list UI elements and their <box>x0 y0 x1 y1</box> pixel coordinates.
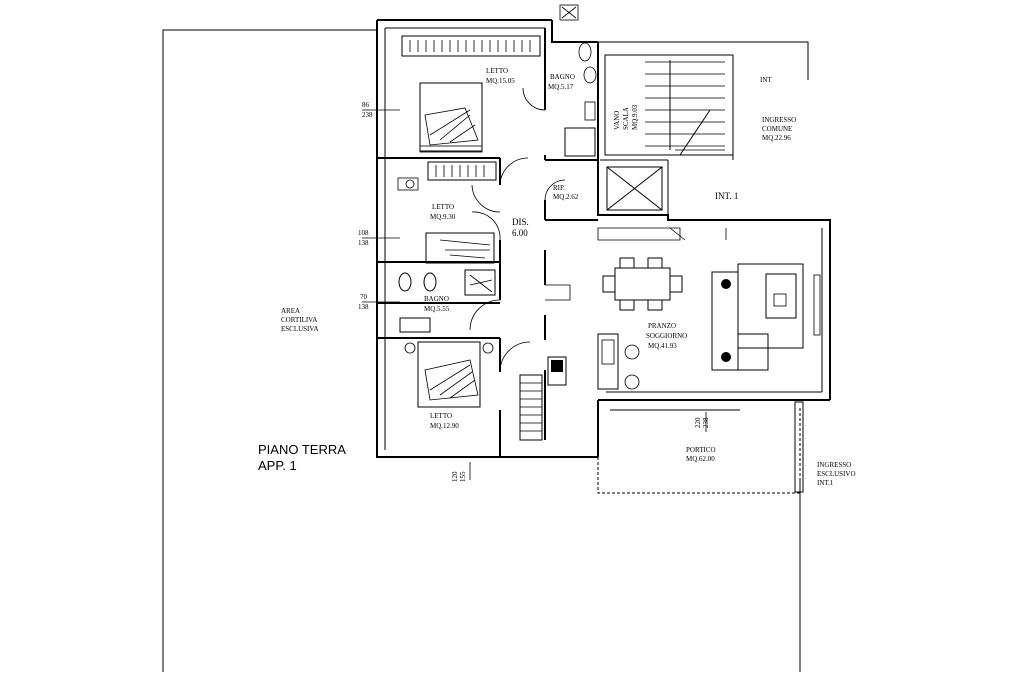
dim-138-b: 138 <box>358 303 369 311</box>
bagno1-name: BAGNO <box>550 73 575 81</box>
bed-bottom <box>404 341 494 408</box>
ingresso-comune-name2: COMUNE <box>762 125 792 133</box>
dim-108: 108 <box>358 229 369 237</box>
bed-top <box>419 82 483 153</box>
dimension-marks <box>362 109 727 480</box>
portico-name: PORTICO <box>686 446 716 454</box>
dim-155: 155 <box>459 471 467 482</box>
dim-238: 238 <box>362 111 373 119</box>
wardrobe-middle <box>427 161 497 181</box>
rip-name: RIP. <box>553 184 565 192</box>
letto2-name: LETTO <box>432 203 454 211</box>
bathroom-fixtures <box>398 4 597 333</box>
dining-table <box>602 257 683 311</box>
rip-area: MQ.2.62 <box>553 193 579 201</box>
kitchen <box>547 333 640 390</box>
dim-238-b: 238 <box>702 417 710 428</box>
int-top-marker: INT <box>760 76 772 84</box>
garden-line3: ESCLUSIVA <box>281 325 319 333</box>
sofa-group <box>711 263 821 371</box>
vano-scala-name1: VANO <box>613 111 621 130</box>
doors <box>469 87 686 373</box>
property-boundary <box>162 29 801 672</box>
dim-70: 70 <box>360 293 368 301</box>
portico-area: MQ.62.00 <box>686 455 715 463</box>
bagno2-name: BAGNO <box>424 295 449 303</box>
dim-120: 120 <box>451 471 459 482</box>
vano-scala-name2: SCALA <box>622 107 630 130</box>
letto1-name: LETTO <box>486 67 508 75</box>
wardrobe-top <box>401 35 541 57</box>
garden-line1: AREA <box>281 307 300 315</box>
plan-title: PIANO TERRA APP. 1 <box>258 442 346 473</box>
desk-chair <box>397 177 419 191</box>
bagno2-area: MQ.5.55 <box>424 305 450 313</box>
vano-scala-label: VANO SCALA MQ.9.03 <box>613 104 639 130</box>
markers: INT. 1 INT <box>715 76 772 201</box>
bagno1-area: MQ.5.17 <box>548 83 574 91</box>
letto2-area: MQ.9.30 <box>430 213 456 221</box>
room-labels: LETTO MQ.15.05 LETTO MQ.9.30 LETTO MQ.12… <box>424 67 856 487</box>
dis-name: DIS. <box>512 217 529 227</box>
soggiorno-name2: SOGGIORNO <box>646 332 687 340</box>
ingresso-comune-area: MQ.22.96 <box>762 134 791 142</box>
int1-marker: INT. 1 <box>715 191 738 201</box>
stairwell <box>597 41 809 160</box>
letto3-name: LETTO <box>430 412 452 420</box>
ingresso-esclusivo-name1: INGRESSO <box>817 461 851 469</box>
dim-138-a: 138 <box>358 239 369 247</box>
dim-86: 86 <box>362 101 370 109</box>
small-stair <box>519 374 543 441</box>
bed-middle <box>425 232 495 264</box>
vano-scala-area: MQ.9.03 <box>631 104 639 130</box>
title-line1: PIANO TERRA <box>258 442 346 457</box>
title-line2: APP. 1 <box>258 458 297 473</box>
garden-line2: CORTILIVA <box>281 316 317 324</box>
interior-walls <box>377 28 669 457</box>
ingresso-comune-name1: INGRESSO <box>762 116 796 124</box>
soggiorno-area: MQ.41.93 <box>648 342 677 350</box>
letto1-area: MQ.15.05 <box>486 77 515 85</box>
ingresso-esclusivo-name3: INT.1 <box>817 479 834 487</box>
letto3-area: MQ.12.90 <box>430 422 459 430</box>
ingresso-esclusivo-name2: ESCLUSIVO <box>817 470 856 478</box>
dim-220: 220 <box>694 417 702 428</box>
dis-area: 6.00 <box>512 228 528 238</box>
dimension-labels: 86 238 108 138 70 138 120 155 220 238 <box>358 101 710 482</box>
garden-label: AREA CORTILIVA ESCLUSIVA <box>281 307 319 333</box>
exterior-walls <box>376 19 831 458</box>
portico <box>597 401 804 494</box>
soggiorno-name1: PRANZO <box>648 322 676 330</box>
